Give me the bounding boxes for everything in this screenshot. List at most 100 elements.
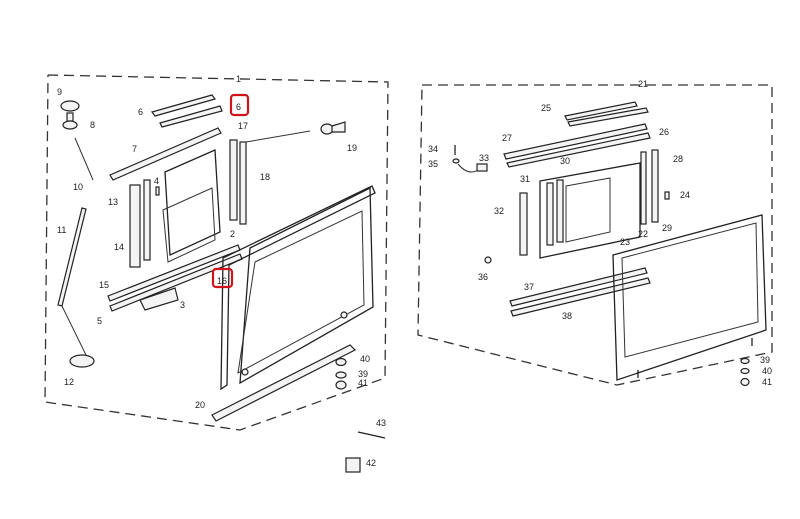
side-seal-28-part [651, 149, 659, 223]
outer-door-panel-part [612, 214, 767, 381]
top-strip-part [159, 105, 223, 128]
right-door-assembly [417, 84, 773, 387]
part-label: 17 [238, 121, 248, 131]
side-strip-31-part [546, 182, 554, 246]
part-label: 2 [230, 229, 235, 239]
washer-40-part [335, 357, 347, 367]
rod-11-part [57, 207, 87, 307]
part-label: 33 [479, 153, 489, 163]
part-label: 43 [376, 418, 386, 428]
part-label: 20 [195, 400, 205, 410]
right-assembly-boundary [417, 84, 773, 386]
part-label: 27 [502, 133, 512, 143]
hinge-hole-part [241, 368, 249, 376]
door-window-part [621, 222, 759, 358]
washer-40-part [740, 367, 750, 375]
door-window-part [237, 210, 365, 374]
clip-4-part [155, 186, 160, 196]
part-label-highlighted: 16 [217, 276, 227, 286]
part-label: 32 [494, 206, 504, 216]
part-label: 18 [260, 172, 270, 182]
part-label: 12 [64, 377, 74, 387]
leader-line [74, 137, 94, 181]
part-label: 37 [524, 282, 534, 292]
side-seal-18-part [239, 141, 247, 225]
part-label: 29 [662, 223, 672, 233]
glass-23-part [565, 177, 611, 243]
part-label: 25 [541, 103, 551, 113]
handle-end-part [69, 354, 95, 368]
inner-glass-part [162, 187, 216, 263]
strip-27-part [503, 123, 648, 160]
top-strip-part [150, 94, 217, 117]
part-label: 3 [180, 300, 185, 310]
bracket-3-part [139, 287, 179, 311]
highlight-box [229, 93, 250, 117]
part-label: 23 [620, 237, 630, 247]
part-label: 28 [673, 154, 683, 164]
part-label: 41 [762, 377, 772, 387]
left-part-labels: 1 9 8 6 6 17 19 7 18 10 4 13 11 2 14 16 … [57, 74, 386, 468]
glass-frame-22-part [539, 162, 641, 259]
screw-part [66, 112, 74, 122]
knob-part [60, 100, 80, 112]
nut-41-part [740, 377, 750, 387]
strip-7-part [109, 127, 222, 181]
part-label: 24 [680, 190, 690, 200]
highlight-box [211, 267, 234, 289]
bottom-rail-20-part [211, 344, 357, 422]
part-label: 22 [638, 229, 648, 239]
part-label: 5 [97, 316, 102, 326]
part-label: 8 [90, 120, 95, 130]
part-label: 34 [428, 144, 438, 154]
outer-door-frame-part [220, 185, 376, 391]
part-label: 7 [132, 144, 137, 154]
part-label: 21 [638, 79, 648, 89]
inner-glass-part [164, 149, 221, 256]
part-label: 6 [138, 107, 143, 117]
side-strip-32-part [519, 192, 528, 256]
strip-26-part [506, 132, 651, 168]
right-part-labels: 21 25 26 27 34 35 33 28 30 31 24 32 29 2… [428, 79, 772, 387]
strip-37-part [509, 267, 648, 307]
side-strip-30-part [556, 179, 564, 243]
clip-24-part [664, 191, 670, 200]
part-label: 36 [478, 272, 488, 282]
hinge-pin-part [320, 123, 334, 135]
screw-36-part [484, 256, 492, 264]
part-label: 35 [428, 159, 438, 169]
part-label: 19 [347, 143, 357, 153]
washer-35-part [452, 158, 460, 164]
clip-42-part [345, 457, 361, 473]
part-label: 39 [760, 355, 770, 365]
part-label: 41 [358, 378, 368, 388]
part-label: 31 [520, 174, 530, 184]
left-assembly-boundary [44, 74, 389, 431]
switch-33-part [476, 163, 488, 172]
part-label: 11 [57, 225, 66, 235]
part-label: 40 [360, 354, 370, 364]
side-seal-29-part [640, 151, 647, 225]
side-strip-14-part [129, 184, 141, 268]
strip-25-part [564, 101, 638, 121]
strip-25-part [567, 107, 649, 127]
part-label: 4 [154, 176, 159, 186]
nut-41-part [335, 380, 347, 390]
part-label: 1 [236, 74, 241, 84]
washer-part [62, 120, 78, 130]
side-seal-17-part [229, 139, 238, 221]
part-label: 38 [562, 311, 572, 321]
left-door-assembly [44, 74, 389, 473]
part-label: 13 [108, 197, 118, 207]
washer-39-part [335, 371, 347, 379]
leader-line [245, 130, 311, 143]
hinge-hole-part [340, 311, 348, 319]
strip-38-part [510, 277, 651, 317]
side-strip-13-part [143, 179, 151, 261]
wire-part [457, 163, 479, 173]
leader-line [61, 305, 87, 356]
part-label: 30 [560, 156, 570, 166]
part-label: 26 [659, 127, 669, 137]
part-label: 15 [99, 280, 109, 290]
